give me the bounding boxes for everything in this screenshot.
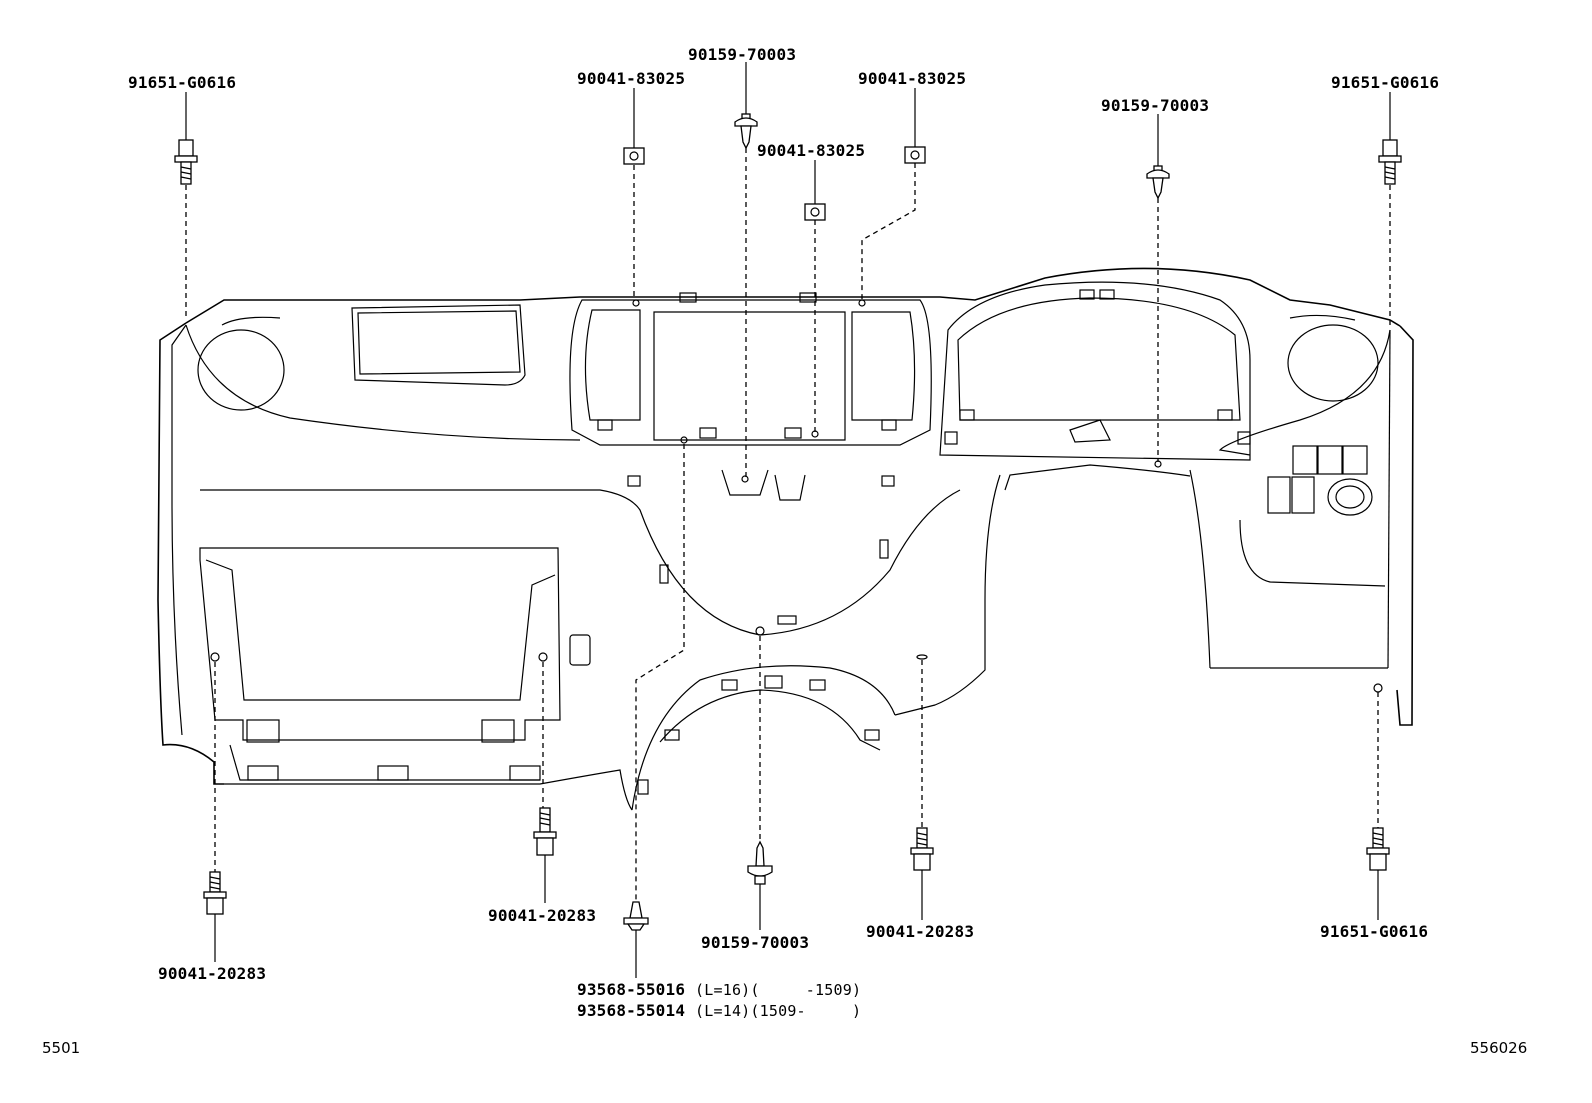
part-label-90159-70003-top-center: 90159-70003 (688, 45, 797, 64)
center-display-bezel (569, 292, 932, 446)
part-label-90041-83025-right: 90041-83025 (858, 69, 967, 88)
part-label-90041-20283-bottom-left: 90041-20283 (158, 964, 267, 983)
part-label-91651-g0616-bottom-right: 91651-G0616 (1320, 922, 1429, 941)
mount-hole (210, 652, 220, 662)
flange-bolt-icon (1378, 139, 1402, 185)
rivet-clip-icon (623, 901, 649, 931)
leader-lines (185, 62, 1391, 978)
tapping-screw-icon (734, 113, 758, 150)
mount-hole (755, 626, 765, 636)
rivet-b-note: (L=14)(1509- ) (695, 1002, 862, 1020)
tapping-screw-icon (1146, 165, 1170, 200)
rivet-a-note: (L=16)( -1509) (695, 981, 862, 999)
flange-bolt-icon (174, 139, 198, 185)
part-label-93568-55016: 93568-55016 (L=16)( -1509) (577, 980, 861, 999)
right-speaker-grille (1287, 324, 1379, 402)
part-label-93568-55014: 93568-55014 (L=14)(1509- ) (577, 1001, 861, 1020)
part-label-90041-20283-bottom-right-center: 90041-20283 (866, 922, 975, 941)
tapping-screw-icon (747, 840, 773, 885)
rivet-b-part-number: 93568-55014 (577, 1001, 686, 1020)
meter-cluster-opening (939, 281, 1251, 461)
mount-hole (916, 654, 928, 660)
instrument-panel-body (157, 267, 1414, 811)
part-label-90041-83025-left: 90041-83025 (577, 69, 686, 88)
part-label-90041-83025-center: 90041-83025 (757, 141, 866, 160)
part-label-91651-g0616-top-left: 91651-G0616 (128, 73, 237, 92)
part-label-90159-70003-top-right: 90159-70003 (1101, 96, 1210, 115)
mount-hole (538, 652, 548, 662)
flange-bolt-icon (203, 871, 227, 915)
flange-bolt-icon (533, 807, 557, 856)
rivet-a-part-number: 93568-55016 (577, 980, 686, 999)
page-number: 5501 (42, 1039, 81, 1057)
upper-storage-box (351, 304, 526, 386)
illustration-number: 556026 (1470, 1039, 1528, 1057)
right-defroster-slot (1289, 314, 1356, 321)
part-label-90041-20283-bottom-left-center: 90041-20283 (488, 906, 597, 925)
clip-nut-icon (904, 146, 926, 164)
part-label-91651-g0616-top-right: 91651-G0616 (1331, 73, 1440, 92)
lower-center-console (631, 665, 896, 811)
part-label-90159-70003-bottom: 90159-70003 (701, 933, 810, 952)
clip-nut-icon (804, 203, 826, 221)
left-defroster-slot (221, 316, 281, 326)
clip-nut-icon (623, 147, 645, 165)
flange-bolt-icon (1366, 827, 1390, 871)
mount-hole (1373, 683, 1383, 693)
switch-bank (1267, 445, 1373, 516)
flange-bolt-icon (910, 827, 934, 871)
glove-box-opening (199, 547, 591, 781)
left-speaker-grille (197, 329, 285, 411)
